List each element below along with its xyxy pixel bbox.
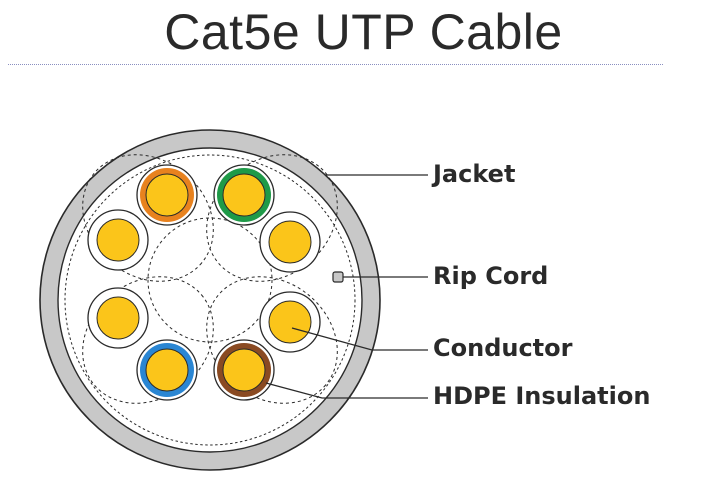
wire-brown [213, 339, 275, 401]
rip-cord-marker [332, 271, 344, 283]
center-boundary [147, 217, 273, 343]
wire-white-green [259, 211, 321, 273]
label-rip-cord: Rip Cord [433, 262, 548, 290]
wire-white-brown [259, 291, 321, 353]
label-insulation: HDPE Insulation [433, 382, 650, 410]
leader-lines [265, 174, 428, 399]
wire-orange [136, 164, 198, 226]
pair-boundary-brown [206, 276, 338, 404]
leader-insulation [265, 382, 428, 399]
label-jacket: Jacket [431, 160, 515, 188]
diagram-title: Cat5e UTP Cable [164, 4, 563, 60]
leader-conductor [291, 327, 428, 351]
label-conductor: Conductor [433, 334, 573, 362]
title-divider [8, 64, 663, 65]
wire-white-blue [87, 287, 149, 349]
wire-green [213, 164, 275, 226]
wire-blue [136, 339, 198, 401]
core-wrap-boundary [64, 154, 356, 446]
wire-white-orange [87, 209, 149, 271]
